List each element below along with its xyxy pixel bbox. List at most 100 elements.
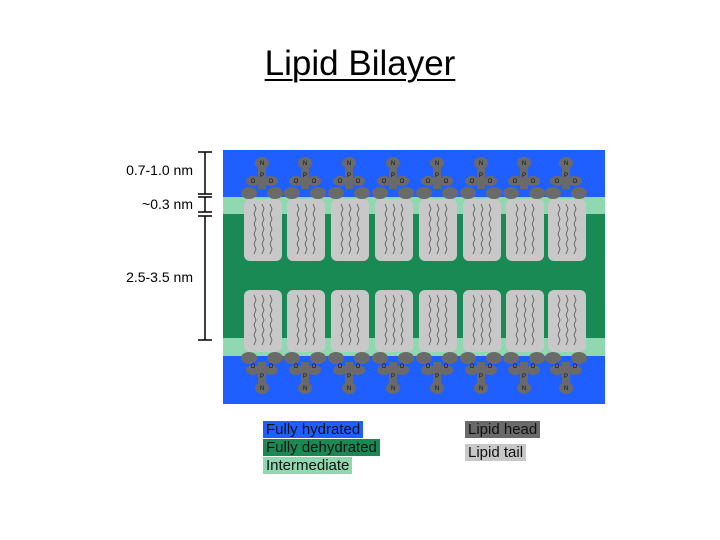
lipid-head-group	[267, 187, 283, 199]
atom-label: O	[312, 364, 317, 370]
atom-label: O	[356, 179, 361, 185]
lipid-head-group	[545, 352, 561, 364]
atom-label: P	[303, 173, 307, 179]
lipid-head-group	[416, 352, 432, 364]
lipid-head-group	[571, 352, 587, 364]
atom-label: O	[294, 364, 299, 370]
lipid-head-group	[354, 352, 370, 364]
atom-label: O	[356, 364, 361, 370]
atom-label: N	[522, 386, 526, 392]
atom-label: N	[391, 386, 395, 392]
lipid-head-group	[267, 352, 283, 364]
lipid-head-group	[310, 352, 326, 364]
atom-label: O	[338, 179, 343, 185]
legend-lipid-tail: Lipid tail	[465, 444, 526, 461]
atom-label: P	[435, 173, 439, 179]
atom-label: O	[573, 364, 578, 370]
legend-fully-hydrated: Fully hydrated	[263, 421, 363, 438]
atom-label: N	[435, 161, 439, 167]
atom-label: O	[269, 364, 274, 370]
atom-label: N	[564, 161, 568, 167]
lipid-head-group	[503, 352, 519, 364]
atom-label: P	[479, 173, 483, 179]
lipid-head-group	[398, 352, 414, 364]
legend-intermediate: Intermediate	[263, 457, 352, 474]
lipid-head-group	[372, 352, 388, 364]
lipid-head-group	[460, 187, 476, 199]
lipid-head-group	[486, 352, 502, 364]
atom-label: P	[479, 374, 483, 380]
legend-fully-dehydrated: Fully dehydrated	[263, 439, 380, 456]
atom-label: O	[555, 179, 560, 185]
dimension-label-intermediate: ~0.3 nm	[142, 196, 193, 212]
atom-label: N	[260, 386, 264, 392]
atom-label: P	[522, 374, 526, 380]
region-fully-hydrated-bottom	[223, 356, 605, 404]
lipid-head-group	[486, 187, 502, 199]
lipid-head-group	[416, 187, 432, 199]
lipid-head-group	[241, 187, 257, 199]
atom-label: O	[513, 179, 518, 185]
lipid-head-group	[372, 187, 388, 199]
lipid-head-group	[545, 187, 561, 199]
atom-label: O	[444, 179, 449, 185]
atom-label: O	[531, 179, 536, 185]
atom-label: N	[347, 386, 351, 392]
atom-label: O	[382, 179, 387, 185]
atom-label: O	[338, 364, 343, 370]
atom-label: P	[564, 173, 568, 179]
atom-label: O	[269, 179, 274, 185]
dimension-label-head: 0.7-1.0 nm	[126, 162, 193, 178]
lipid-head-group	[284, 187, 300, 199]
atom-label: O	[426, 364, 431, 370]
atom-label: N	[347, 161, 351, 167]
atom-label: N	[479, 386, 483, 392]
lipid-head-group	[571, 187, 587, 199]
atom-label: O	[426, 179, 431, 185]
atom-label: O	[294, 179, 299, 185]
atom-label: P	[435, 374, 439, 380]
atom-label: N	[564, 386, 568, 392]
atom-label: O	[444, 364, 449, 370]
atom-label: O	[555, 364, 560, 370]
lipid-head-group	[442, 352, 458, 364]
atom-label: P	[260, 374, 264, 380]
atom-label: N	[435, 386, 439, 392]
lipid-head-group	[398, 187, 414, 199]
atom-label: P	[347, 374, 351, 380]
atom-label: P	[260, 173, 264, 179]
lipid-head-group	[310, 187, 326, 199]
atom-label: O	[400, 179, 405, 185]
atom-label: O	[251, 179, 256, 185]
dimension-label-tail: 2.5-3.5 nm	[126, 269, 193, 285]
atom-label: O	[513, 364, 518, 370]
lipid-head-group	[529, 352, 545, 364]
atom-label: N	[522, 161, 526, 167]
lipid-head-group	[460, 352, 476, 364]
legend-lipid-head: Lipid head	[465, 421, 540, 438]
atom-label: N	[391, 161, 395, 167]
atom-label: O	[488, 364, 493, 370]
lipid-head-group	[328, 187, 344, 199]
atom-label: N	[303, 161, 307, 167]
atom-label: O	[488, 179, 493, 185]
atom-label: P	[391, 374, 395, 380]
atom-label: P	[522, 173, 526, 179]
lipid-head-group	[328, 352, 344, 364]
lipid-head-group	[529, 187, 545, 199]
atom-label: O	[470, 364, 475, 370]
lipid-head-group	[442, 187, 458, 199]
lipid-head-group	[354, 187, 370, 199]
lipid-head-group	[284, 352, 300, 364]
atom-label: N	[479, 161, 483, 167]
atom-label: P	[564, 374, 568, 380]
atom-label: P	[303, 374, 307, 380]
atom-label: O	[470, 179, 475, 185]
atom-label: N	[303, 386, 307, 392]
dimension-brackets	[198, 152, 212, 340]
lipid-head-group	[503, 187, 519, 199]
atom-label: O	[531, 364, 536, 370]
atom-label: O	[312, 179, 317, 185]
atom-label: O	[382, 364, 387, 370]
